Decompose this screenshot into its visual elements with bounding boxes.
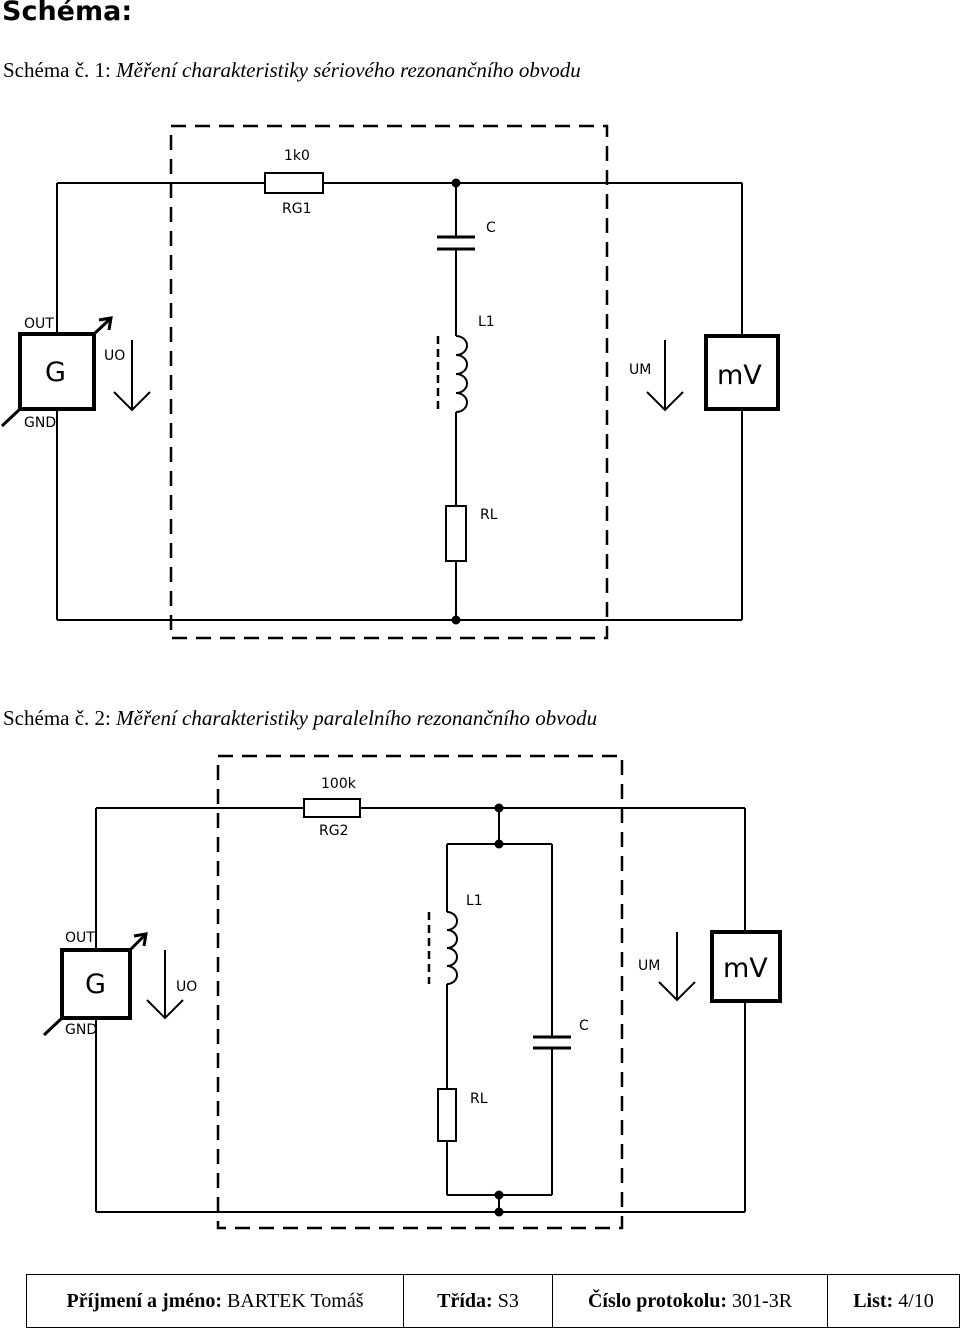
generator-out-arrow: [128, 933, 147, 952]
footer-class-label: Třída:: [437, 1289, 493, 1312]
capacitor-c-label: C: [579, 1018, 589, 1034]
capacitor-c-label: C: [486, 220, 496, 236]
footer-class-value: S3: [497, 1289, 519, 1312]
generator-label: G: [45, 357, 66, 388]
schema-2-diagram: 100k RG2 L1 RL C G OUT GND UO mV UM: [42, 754, 782, 1230]
footer-sheet-cell: List: 4/10: [827, 1274, 960, 1328]
millivoltmeter-box: [704, 334, 780, 411]
inductor-l1: [455, 335, 468, 413]
schema-1-caption: Schéma č. 1: Měření charakteristiky séri…: [3, 58, 581, 83]
footer-sheet-label: List:: [853, 1289, 894, 1312]
footer-name-value: BARTEK Tomáš: [227, 1289, 364, 1312]
footer-table: Příjmení a jméno: BARTEK Tomáš Třída: S3…: [26, 1274, 960, 1328]
schema-2-caption-prefix: Schéma č. 2:: [3, 706, 111, 730]
um-label: UM: [629, 362, 651, 378]
schema-2-caption: Schéma č. 2: Měření charakteristiky para…: [3, 706, 597, 731]
footer-protocol-cell: Číslo protokolu: 301-3R: [552, 1274, 828, 1328]
gnd-label: GND: [65, 1022, 97, 1038]
resistor-rg1-value: 1k0: [284, 148, 310, 164]
footer-name-label: Příjmení a jméno:: [66, 1289, 223, 1312]
resistor-rl: [437, 1088, 457, 1142]
resistor-rg2-value: 100k: [321, 776, 357, 792]
millivoltmeter-label: mV: [717, 360, 762, 391]
out-label: OUT: [65, 930, 95, 946]
schema-2-caption-title: Měření charakteristiky paralelního rezon…: [116, 706, 598, 730]
resistor-rg2-name: RG2: [319, 823, 348, 839]
uo-label: UO: [176, 979, 197, 995]
generator-label: G: [85, 969, 106, 1000]
footer-class-cell: Třída: S3: [403, 1274, 553, 1328]
footer-protocol-label: Číslo protokolu:: [587, 1289, 728, 1312]
inductor-l1: [446, 911, 458, 985]
schema-1-dashed-boundary: [169, 124, 609, 640]
footer-protocol-value: 301-3R: [732, 1289, 793, 1312]
resistor-rg2: [303, 798, 361, 818]
footer-sheet-value: 4/10: [898, 1289, 934, 1312]
resistor-rl-label: RL: [470, 1091, 488, 1107]
uo-label: UO: [104, 348, 125, 364]
inductor-l1-label: L1: [466, 893, 483, 909]
footer-name-cell: Příjmení a jméno: BARTEK Tomáš: [26, 1274, 404, 1328]
resistor-rl-label: RL: [480, 507, 498, 523]
gnd-label: GND: [24, 415, 56, 431]
schema-2-dashed-boundary: [216, 754, 624, 1230]
millivoltmeter-label: mV: [723, 953, 768, 984]
um-label: UM: [638, 958, 660, 974]
resistor-rg1: [264, 172, 324, 194]
schema-1-diagram: 1k0 RG1 C L1 RL G OUT GND UO mV UM: [0, 124, 780, 640]
generator-out-arrow: [92, 317, 112, 336]
millivoltmeter-box: [710, 930, 782, 1003]
resistor-rg1-name: RG1: [282, 201, 311, 217]
schema-1-caption-title: Měření charakteristiky sériového rezonan…: [116, 58, 581, 82]
schema-1-caption-prefix: Schéma č. 1:: [3, 58, 111, 82]
page-heading: Schéma:: [2, 0, 133, 27]
resistor-rl: [445, 505, 467, 562]
generator-box: [60, 948, 132, 1020]
generator-box: [18, 332, 96, 411]
inductor-l1-label: L1: [478, 314, 495, 330]
out-label: OUT: [24, 316, 54, 332]
